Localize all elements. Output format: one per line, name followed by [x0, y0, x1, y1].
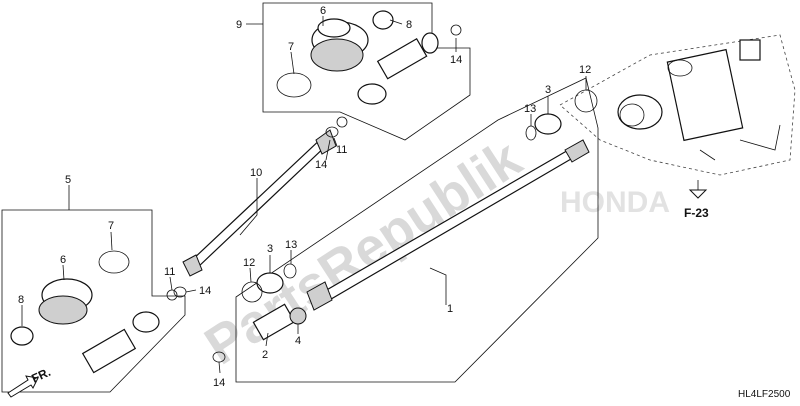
- label-part-13-lower: 13: [285, 239, 297, 251]
- label-part-12-lower: 12: [243, 257, 255, 269]
- label-part-11-upper: 11: [336, 144, 347, 156]
- ring-12-lower: [241, 281, 263, 303]
- boot-assembly-top: [276, 10, 462, 105]
- cover-2: [252, 303, 296, 341]
- leader-7a: [290, 51, 295, 75]
- seal-3-upper: [534, 113, 562, 135]
- ring-13-lower: [283, 263, 297, 279]
- assembly-5-box: [1, 209, 186, 393]
- leader-14b: [325, 139, 331, 161]
- final-drive-housing: [559, 34, 796, 176]
- leader-6b: [62, 264, 65, 281]
- part-labels: 1 2 3 3 4 5 6 6 7 7 8 8 9 10 11 11 12 12…: [18, 5, 591, 389]
- watermark: PartsRepublik: [195, 128, 533, 377]
- ring-14-top: [450, 24, 462, 36]
- ghost-brand: HONDA: [560, 186, 670, 219]
- leader-14c: [185, 289, 197, 293]
- leader-8a: [389, 19, 403, 25]
- label-part-4: 4: [295, 335, 301, 347]
- clamp-8-left: [10, 326, 34, 346]
- label-part-8-left: 8: [18, 294, 24, 306]
- label-part-6-top: 6: [320, 5, 326, 17]
- housing-vent: [667, 59, 693, 77]
- spring-4: [289, 307, 307, 325]
- label-part-14-lower: 14: [199, 285, 211, 297]
- label-part-1: 1: [447, 303, 453, 315]
- leader-2: [265, 332, 269, 347]
- clamp-7-left: [98, 250, 130, 274]
- housing-bracket: [739, 39, 761, 61]
- boot-6-top-neck: [317, 18, 351, 38]
- label-part-10: 10: [250, 167, 262, 179]
- ring-11-upper: [336, 116, 348, 128]
- clamp-8-top: [372, 10, 394, 30]
- label-part-14-bottom: 14: [213, 377, 225, 389]
- leader-11a: [333, 137, 338, 147]
- label-part-5: 5: [65, 174, 71, 186]
- boot-6-top-fold: [310, 38, 364, 72]
- shaft-1-spline-start: [306, 281, 333, 311]
- front-label: FR.: [29, 365, 52, 386]
- leader-12b: [249, 267, 252, 283]
- joint-left-seal: [132, 311, 160, 333]
- housing-flange: [617, 94, 663, 130]
- shaft-10-spline: [315, 129, 337, 155]
- shaft-10-body: [189, 135, 331, 269]
- shaft-10-end: [182, 254, 203, 277]
- seal-3-lower: [256, 272, 284, 294]
- front-arrow-icon: [7, 375, 39, 398]
- clamp-7-top: [276, 72, 312, 98]
- housing-dashed-outline: [559, 34, 796, 176]
- leader-10: [239, 178, 258, 236]
- leader-1: [429, 267, 447, 305]
- label-part-12-upper: 12: [579, 64, 591, 76]
- boot-assembly-left: [10, 250, 160, 374]
- drive-shaft-10: [182, 129, 337, 277]
- joint-top-yoke: [376, 38, 428, 80]
- label-part-14-upper: 14: [315, 159, 327, 171]
- diagram-code: HL4LF2500: [738, 389, 791, 400]
- leader-14d: [218, 361, 221, 374]
- label-part-6-left: 6: [60, 254, 66, 266]
- housing-flange-inner: [619, 103, 645, 127]
- joint-top-housing: [357, 83, 387, 105]
- housing-mount: [699, 124, 781, 161]
- leader-7b: [110, 231, 113, 251]
- ring-14-upper: [325, 126, 339, 138]
- label-part-9: 9: [236, 19, 242, 31]
- assembly-9-box: [262, 2, 471, 141]
- leader-lines: [21, 16, 587, 374]
- shaft-1-spline-end: [564, 139, 590, 163]
- boot-6-left-fold: [38, 295, 88, 325]
- shaft-1-box: [235, 77, 599, 383]
- housing-body: [666, 48, 744, 142]
- label-part-14-top: 14: [450, 54, 462, 66]
- drive-shaft-1: [306, 139, 590, 311]
- leader-11b: [169, 276, 173, 291]
- label-part-7-top: 7: [288, 41, 294, 53]
- svg-text:PartsRepublik: PartsRepublik: [195, 128, 533, 377]
- joint-top-cap: [421, 32, 439, 54]
- label-part-7-left: 7: [108, 220, 114, 232]
- label-part-2: 2: [262, 349, 268, 361]
- joint-left-yoke: [81, 328, 137, 374]
- ring-13-upper: [525, 125, 537, 141]
- label-part-8-top: 8: [406, 19, 412, 31]
- label-part-3-upper: 3: [545, 84, 551, 96]
- label-part-13-upper: 13: [524, 103, 536, 115]
- ring-12-upper: [574, 89, 598, 113]
- reference-label: F-23: [684, 206, 709, 220]
- label-part-11-lower: 11: [164, 266, 175, 278]
- label-part-3-lower: 3: [267, 243, 273, 255]
- reference-arrow-icon: [688, 189, 708, 199]
